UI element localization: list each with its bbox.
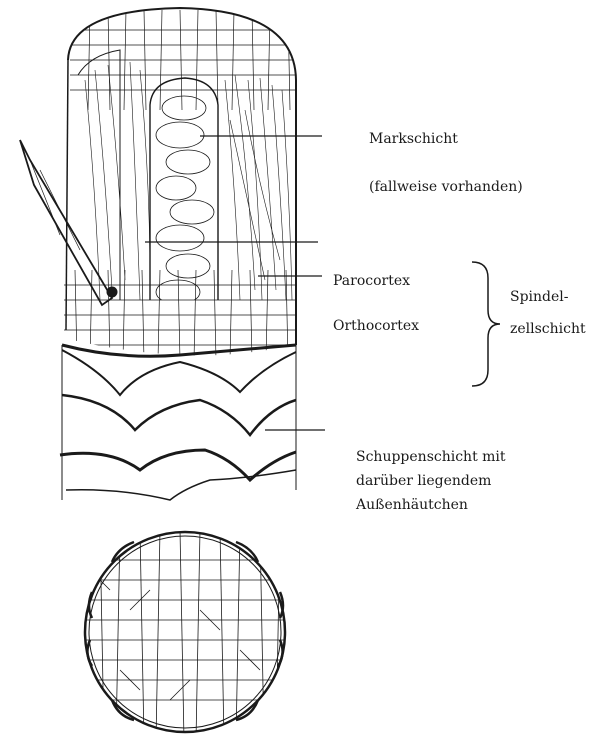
label-spindel-line1: Spindel-	[510, 288, 569, 306]
cuticle-top-edge	[62, 345, 296, 356]
label-schuppen-line1: Schuppenschicht mit	[356, 448, 506, 466]
cortex-fibers	[85, 62, 292, 300]
cross-section-outline	[85, 532, 285, 732]
top-cap-cells	[70, 10, 300, 110]
leader-lines	[145, 136, 325, 430]
label-fallweise-vorhanden: (fallweise vorhanden)	[369, 178, 523, 196]
cortex-inner-edge	[78, 50, 120, 300]
medulla-outline	[150, 78, 218, 300]
label-spindel-line2: zellschicht	[510, 320, 586, 338]
medulla-cells	[156, 96, 214, 304]
label-orthocortex: Orthocortex	[333, 317, 419, 335]
label-schuppen-line3: Außenhäutchen	[356, 496, 468, 514]
needle-tip-dot	[107, 287, 117, 297]
label-parocortex: Parocortex	[333, 272, 410, 290]
hair-shaft	[20, 8, 500, 740]
spindel-brace	[472, 262, 500, 386]
cortex-left-edge	[66, 60, 68, 330]
scale-row-4	[66, 470, 296, 500]
label-markschicht: Markschicht	[369, 130, 458, 148]
scale-row-1	[62, 350, 296, 395]
label-schuppen-line2: darüber liegendem	[356, 472, 491, 490]
scale-row-2	[62, 395, 296, 435]
